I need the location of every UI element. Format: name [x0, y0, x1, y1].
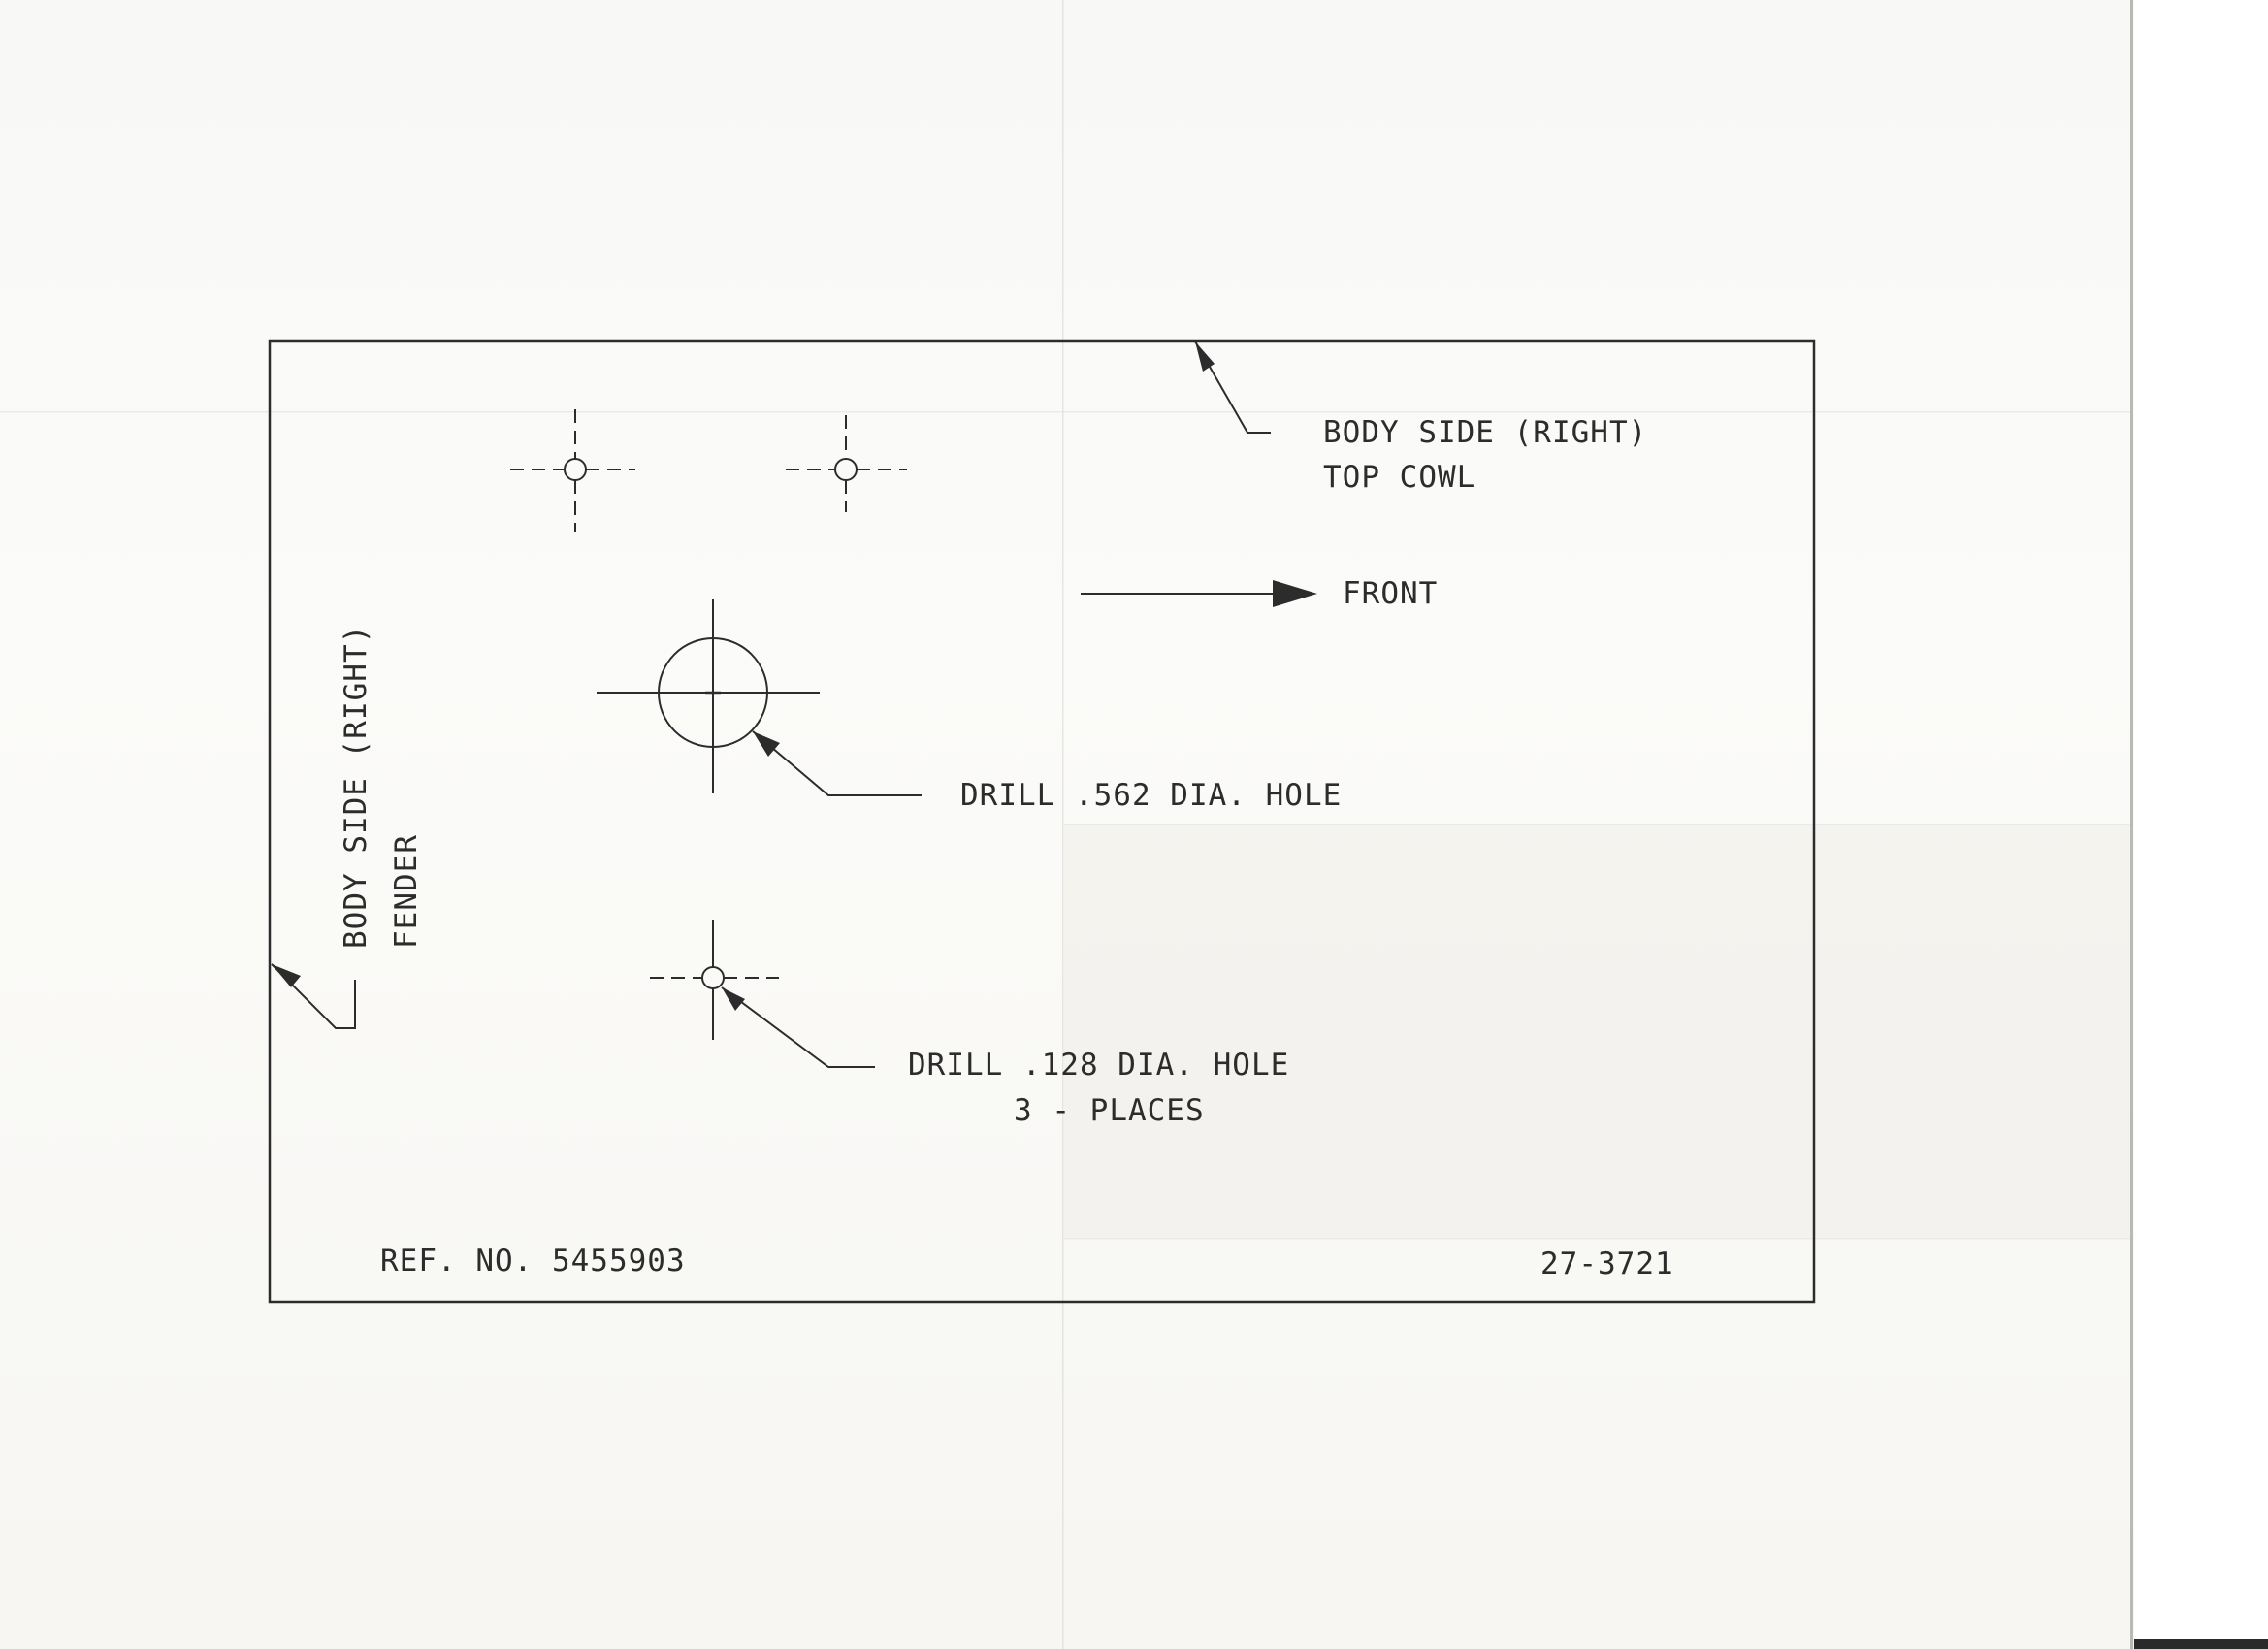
drill-128-arrowhead: [722, 987, 745, 1011]
drawing-number: 27-3721: [1540, 1246, 1674, 1281]
paper-sheet: BODY SIDE (RIGHT) TOP COWL FRONT DRILL .…: [0, 0, 2134, 1649]
large-hole: [597, 599, 820, 793]
top-cowl-leader: [1194, 340, 1271, 434]
top-cowl-label-line1: BODY SIDE (RIGHT): [1323, 415, 1648, 450]
horizontal-fold-crease-top: [0, 411, 2130, 413]
reference-number: REF. NO. 5455903: [380, 1244, 686, 1278]
horizontal-fold-crease-lower: [1064, 1238, 2130, 1240]
vertical-fold-crease: [1062, 0, 1064, 1649]
horizontal-fold-crease-middle: [1064, 824, 2130, 826]
small-hole-bottom: [650, 920, 779, 1040]
paper-edge: [2130, 0, 2133, 1649]
fender-label-line1: BODY SIDE (RIGHT): [339, 624, 373, 949]
fender-leader: [271, 963, 356, 1029]
top-cowl-arrowhead: [1195, 341, 1215, 372]
drill-128-label-line2: 3 - PLACES: [1014, 1093, 1205, 1128]
fender-label-line2: FENDER: [389, 834, 424, 949]
small-hole-top-left: [510, 409, 635, 532]
front-label: FRONT: [1343, 576, 1439, 611]
front-arrowhead: [1273, 580, 1317, 607]
top-cowl-label-line2: TOP COWL: [1323, 460, 1476, 495]
fender-arrowhead: [272, 964, 301, 987]
drill-562-leader: [752, 730, 922, 796]
drawing-border: [268, 340, 1816, 1304]
drill-562-arrowhead: [753, 731, 780, 757]
drill-128-leader: [721, 986, 875, 1068]
scan-edge-shadow: [2134, 1639, 2268, 1649]
drill-562-label: DRILL .562 DIA. HOLE: [960, 778, 1343, 813]
drill-128-label-line1: DRILL .128 DIA. HOLE: [908, 1048, 1290, 1083]
paper-shading: [1064, 826, 2130, 1238]
small-hole-top-right: [786, 415, 907, 512]
technical-drawing: [268, 340, 1816, 1304]
